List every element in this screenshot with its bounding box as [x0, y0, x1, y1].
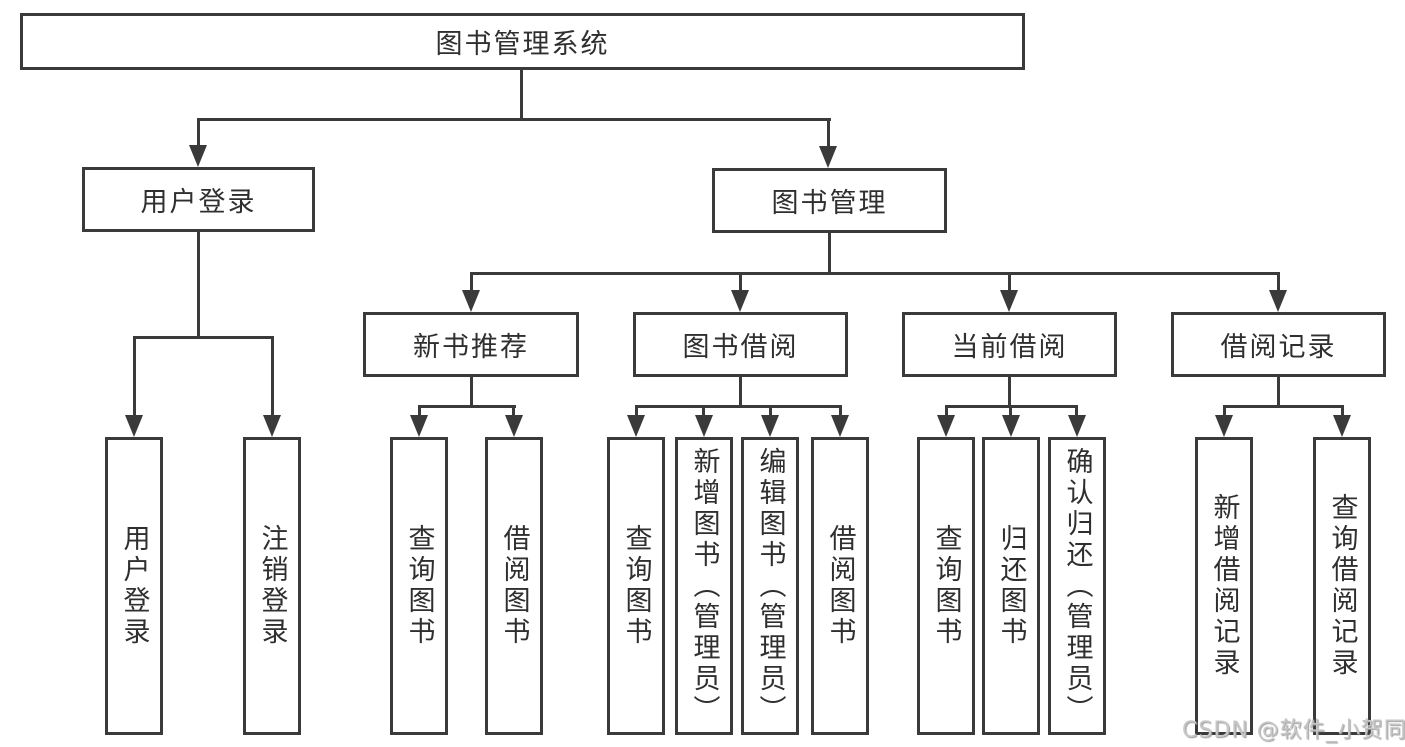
arrowhead-current-borrow: [1000, 290, 1018, 312]
connector-arm-new-book-recommend: [470, 272, 473, 294]
connector-new-book-branch: [418, 405, 516, 408]
connector-book-management-stem: [828, 232, 831, 275]
node-book-management-label: 图书管理: [771, 188, 888, 219]
node-borrow-records: 借阅记录: [1171, 312, 1386, 377]
leaf-query-books-recommend: 查询图书: [390, 437, 448, 735]
node-book-borrow: 图书借阅: [633, 312, 848, 377]
arrowhead-book-borrow: [731, 290, 749, 312]
arrowhead-leaf-user-login: [125, 415, 143, 437]
arrowhead-br-add: [1215, 415, 1233, 437]
leaf-confirm-return-admin: 确认归还（管理员）: [1048, 437, 1106, 735]
connector-arm-nb-borrow: [512, 405, 515, 418]
connector-book-borrow-branch: [635, 405, 841, 408]
connector-root-stem: [520, 69, 523, 121]
arrowhead-bb-add: [695, 415, 713, 437]
arrowhead-nb-query: [410, 415, 428, 437]
node-book-borrow-label: 图书借阅: [682, 332, 799, 363]
node-current-borrow: 当前借阅: [902, 312, 1117, 377]
leaf-query-books-current: 查询图书: [917, 437, 975, 735]
leaf-logout: 注销登录: [243, 437, 301, 735]
connector-level3-branch: [470, 272, 1280, 275]
arrowhead-book-management: [819, 146, 837, 168]
leaf-add-borrow-record: 新增借阅记录: [1195, 437, 1253, 735]
connector-arm-cb-query: [945, 405, 948, 418]
arrowhead-new-book-recommend: [462, 290, 480, 312]
connector-level2-branch: [197, 118, 831, 121]
leaf-user-login: 用户登录: [105, 437, 163, 735]
arrowhead-leaf-logout: [263, 415, 281, 437]
connector-arm-leaf-user-login: [133, 336, 136, 418]
arrowhead-bb-edit: [761, 415, 779, 437]
leaf-borrow-books-recommend: 借阅图书: [485, 437, 543, 735]
node-user-login: 用户登录: [82, 167, 315, 232]
node-book-management: 图书管理: [712, 168, 947, 233]
connector-book-borrow-stem: [739, 376, 742, 407]
node-current-borrow-label: 当前借阅: [951, 332, 1068, 363]
connector-current-borrow-stem: [1008, 376, 1011, 407]
connector-arm-br-add: [1223, 405, 1226, 418]
connector-user-login-branch: [133, 336, 274, 339]
arrowhead-borrow-records: [1269, 290, 1287, 312]
arrowhead-br-query: [1333, 415, 1351, 437]
arrowhead-bb-query: [627, 415, 645, 437]
connector-arm-bb-borrow: [839, 405, 842, 418]
connector-borrow-records-branch: [1223, 405, 1344, 408]
connector-arm-br-query: [1341, 405, 1344, 418]
connector-arm-cb-return: [1009, 405, 1012, 418]
connector-new-book-stem: [470, 376, 473, 407]
connector-arm-user-login: [197, 118, 200, 148]
node-user-login-label: 用户登录: [140, 187, 257, 218]
leaf-borrow-books: 借阅图书: [811, 437, 869, 735]
leaf-query-borrow-record: 查询借阅记录: [1313, 437, 1371, 735]
node-new-book-recommend: 新书推荐: [363, 312, 579, 377]
leaf-query-books-borrow: 查询图书: [607, 437, 665, 735]
connector-arm-current-borrow: [1008, 272, 1011, 294]
connector-arm-book-borrow: [739, 272, 742, 294]
connector-user-login-stem: [197, 231, 200, 338]
connector-arm-bb-query: [635, 405, 638, 418]
csdn-watermark: CSDN @软件_小贺同学: [1182, 718, 1405, 743]
connector-arm-bb-add: [702, 405, 705, 418]
connector-arm-cb-confirm: [1075, 405, 1078, 418]
arrowhead-cb-return: [1002, 415, 1020, 437]
arrowhead-cb-confirm: [1068, 415, 1086, 437]
node-borrow-records-label: 借阅记录: [1220, 332, 1337, 363]
connector-arm-bb-edit: [769, 405, 772, 418]
connector-arm-borrow-records: [1277, 272, 1280, 294]
node-new-book-recommend-label: 新书推荐: [413, 332, 529, 363]
connector-borrow-records-stem: [1277, 376, 1280, 407]
arrowhead-user-login: [189, 145, 207, 167]
arrowhead-bb-borrow: [831, 415, 849, 437]
connector-arm-leaf-logout: [271, 336, 274, 418]
connector-arm-nb-query: [418, 405, 421, 418]
node-root: 图书管理系统: [20, 13, 1025, 70]
leaf-return-book: 归还图书: [982, 437, 1040, 735]
arrowhead-cb-query: [937, 415, 955, 437]
leaf-edit-book-admin: 编辑图书（管理员）: [741, 437, 799, 735]
leaf-add-book-admin: 新增图书（管理员）: [675, 437, 733, 735]
node-root-label: 图书管理系统: [435, 29, 610, 60]
connector-arm-book-management: [827, 118, 830, 148]
arrowhead-nb-borrow: [505, 415, 523, 437]
